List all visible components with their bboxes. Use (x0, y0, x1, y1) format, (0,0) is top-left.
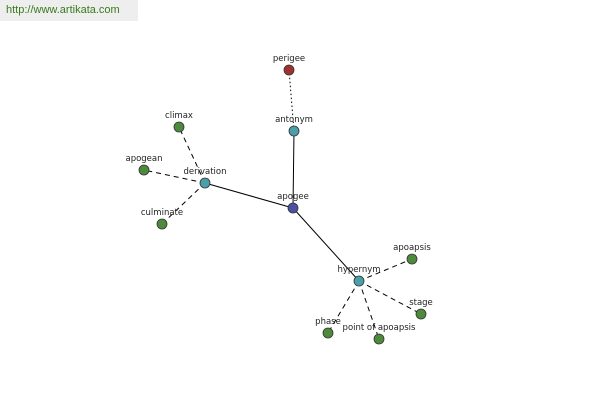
edge-apogee-to-hypernym (292, 207, 360, 282)
node-label-culminate: culminate (141, 208, 183, 218)
node-antonym[interactable]: antonym (275, 115, 313, 137)
node-marker-climax[interactable] (173, 121, 185, 133)
nodes-layer: apogee antonym derivation hypernym perigee cl… (125, 54, 433, 345)
node-marker-apogean[interactable] (138, 164, 150, 176)
node-hypernym[interactable]: hypernym (337, 265, 381, 287)
edge-derivation-to-apogean (143, 169, 206, 184)
node-perigee[interactable]: perigee (273, 54, 305, 76)
node-derivation[interactable]: derivation (183, 167, 227, 189)
edges-layer (143, 69, 422, 340)
node-stage[interactable]: stage (409, 298, 433, 320)
edge-hypernym-to-phase (327, 280, 360, 334)
node-apogean[interactable]: apogean (125, 154, 163, 176)
node-label-phase: phase (315, 317, 341, 327)
edge-apogee-to-derivation (204, 182, 294, 209)
node-label-derivation: derivation (183, 167, 226, 177)
node-marker-point-of-apoapsis[interactable] (373, 333, 385, 345)
edge-hypernym-to-point-of-apoapsis (358, 280, 380, 340)
node-marker-antonym[interactable] (288, 125, 300, 137)
node-marker-apogee[interactable] (287, 202, 299, 214)
node-label-apogean: apogean (125, 154, 162, 164)
node-marker-apoapsis[interactable] (406, 253, 418, 265)
node-label-apogee: apogee (277, 192, 309, 202)
node-phase[interactable]: phase (315, 317, 341, 339)
edge-derivation-to-climax (178, 126, 206, 184)
node-label-stage: stage (409, 298, 433, 308)
edge-hypernym-to-stage (358, 280, 422, 315)
node-marker-hypernym[interactable] (353, 275, 365, 287)
node-climax[interactable]: climax (165, 111, 193, 133)
edge-hypernym-to-apoapsis (358, 258, 413, 282)
node-culminate[interactable]: culminate (141, 208, 183, 230)
node-apogee[interactable]: apogee (277, 192, 309, 214)
node-marker-derivation[interactable] (199, 177, 211, 189)
node-label-climax: climax (165, 111, 193, 121)
node-label-perigee: perigee (273, 54, 305, 64)
node-marker-stage[interactable] (415, 308, 427, 320)
node-label-apoapsis: apoapsis (393, 243, 431, 253)
node-apoapsis[interactable]: apoapsis (393, 243, 431, 265)
node-label-point-of-apoapsis: point of apoapsis (343, 323, 416, 333)
source-url-link[interactable]: http://www.artikata.com (0, 0, 138, 21)
edge-apogee-to-antonym (292, 130, 295, 209)
node-point-of-apoapsis[interactable]: point of apoapsis (343, 323, 416, 345)
edge-derivation-to-culminate (161, 182, 206, 225)
node-marker-perigee[interactable] (283, 64, 295, 76)
node-label-antonym: antonym (275, 115, 313, 125)
node-label-hypernym: hypernym (337, 265, 380, 275)
node-marker-phase[interactable] (322, 327, 334, 339)
node-marker-culminate[interactable] (156, 218, 168, 230)
